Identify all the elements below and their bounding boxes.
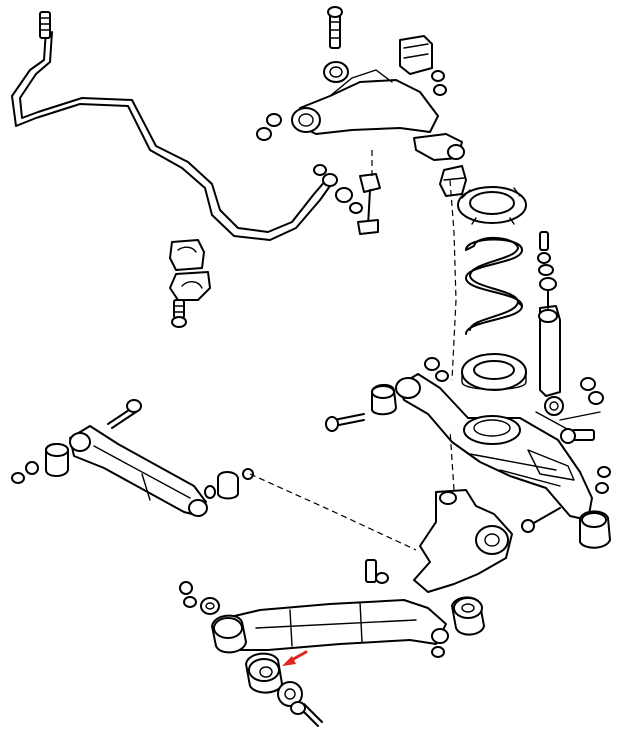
bump-stopper xyxy=(439,165,467,197)
trailing-arm xyxy=(395,373,593,521)
shock-absorber xyxy=(537,231,564,416)
upper-arm-bolt xyxy=(327,6,343,49)
stabilizer-bar xyxy=(11,11,331,241)
trailing-arm-bolt xyxy=(325,357,611,494)
lower-arm-bolt xyxy=(277,681,323,727)
upper-arm-nuts xyxy=(256,70,447,141)
stabilizer-link xyxy=(313,150,381,235)
lower-control-arm xyxy=(225,599,447,651)
coil-spring xyxy=(465,236,523,335)
knuckle xyxy=(413,489,513,593)
bracket-bolt xyxy=(171,299,187,328)
lower-arm-washers xyxy=(179,581,449,658)
stabilizer-bushing xyxy=(169,239,205,271)
shock-nuts xyxy=(535,377,604,444)
lower-arm-outer-bushing xyxy=(451,596,485,636)
lower-arm-bushing xyxy=(245,652,283,694)
stabilizer-bracket xyxy=(169,271,211,301)
lower-arm-inner-bushing xyxy=(211,614,247,654)
knuckle-bolts xyxy=(365,507,561,584)
spring-seat xyxy=(457,186,527,225)
highlight-arrow xyxy=(282,650,308,666)
bump-stopper-top xyxy=(399,35,433,75)
lateral-rod-bolt xyxy=(107,399,142,429)
assembly-lines xyxy=(249,179,457,551)
upper-control-arm xyxy=(291,61,465,161)
trailing-arm-bushing xyxy=(371,384,611,549)
lateral-rod xyxy=(69,425,208,517)
lateral-rod-bushings xyxy=(11,443,254,500)
spring-insulator xyxy=(461,353,527,391)
